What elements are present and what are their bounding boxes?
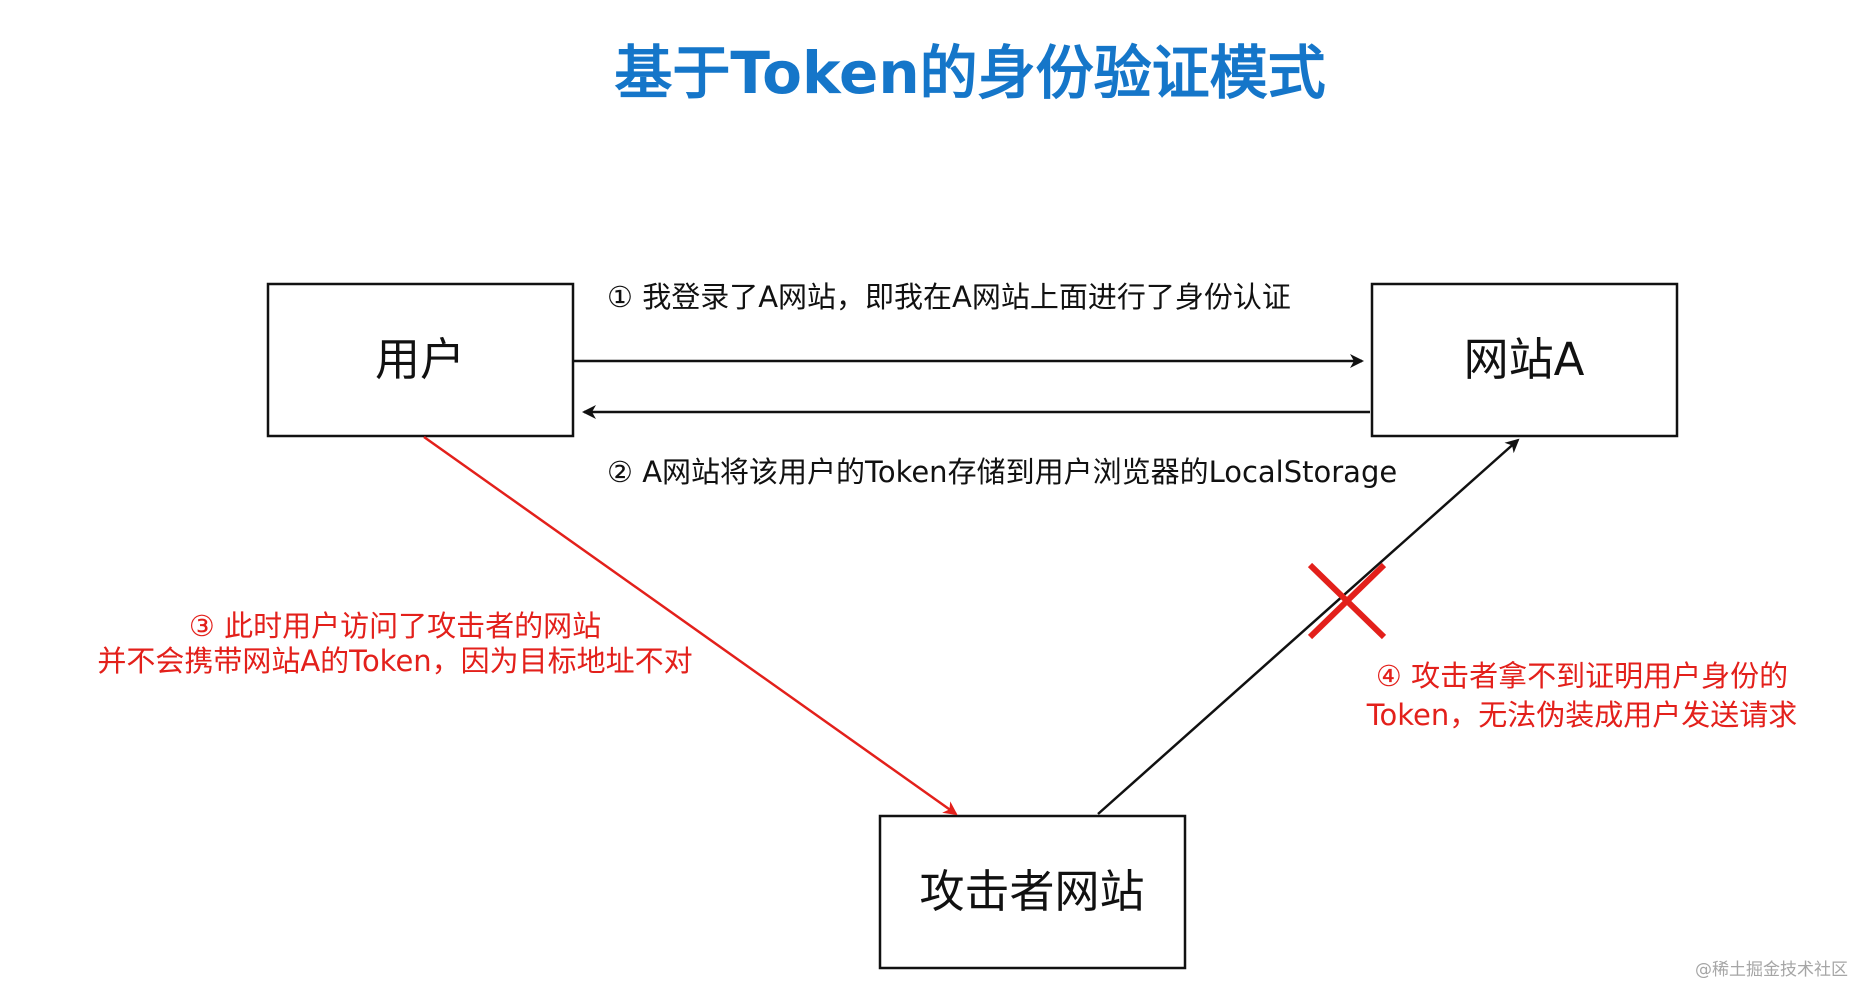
visit-label-line2: 并不会携带网站A的Token，因为目标地址不对 [97, 644, 692, 678]
visit-attacker-arrow [423, 435, 958, 816]
user-node-label: 用户 [375, 333, 465, 386]
user-node: 用户 [266, 282, 575, 438]
attacker-site-node-label: 攻击者网站 [919, 865, 1144, 918]
store-token-label: ② A网站将该用户的Token存储到用户浏览器的LocalStorage [607, 455, 1397, 489]
attack-label-line2: Token，无法伪装成用户发送请求 [1366, 698, 1798, 732]
diagram-title: 基于Token的身份验证模式 [614, 39, 1325, 107]
attack-arrow [1097, 438, 1520, 815]
watermark: @稀土掘金技术社区 [1695, 960, 1848, 980]
blocked-cross-icon [1307, 562, 1387, 640]
site-a-node-label: 网站A [1464, 333, 1585, 386]
visit-label-line1: ③ 此时用户访问了攻击者的网站 [189, 609, 601, 643]
attacker-site-node: 攻击者网站 [878, 814, 1187, 970]
login-label: ① 我登录了A网站，即我在A网站上面进行了身份认证 [607, 280, 1291, 314]
site-a-node: 网站A [1370, 282, 1679, 438]
attack-label-line1: ④ 攻击者拿不到证明用户身份的 [1376, 659, 1788, 693]
